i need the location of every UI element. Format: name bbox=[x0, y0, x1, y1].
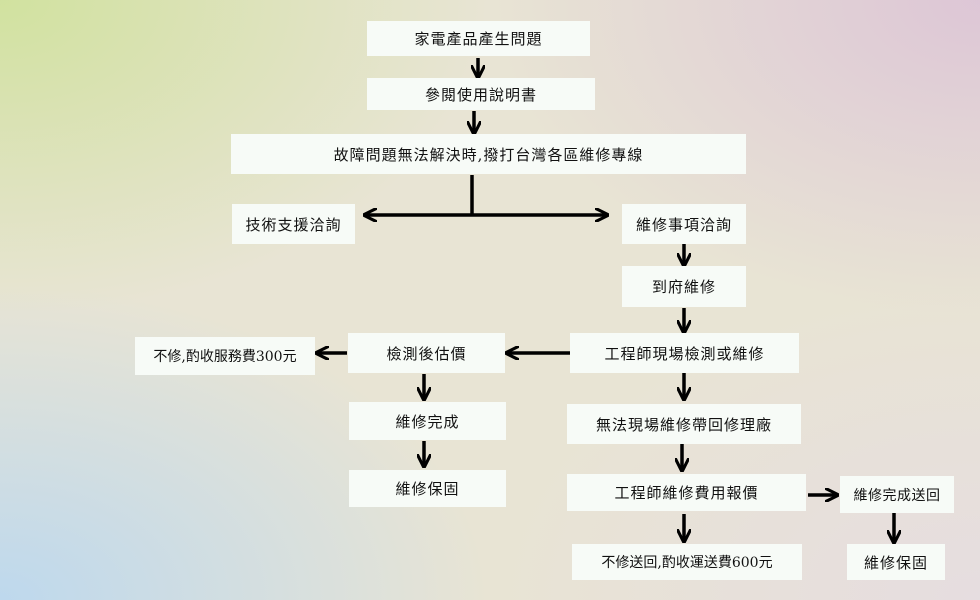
node-warranty-right: 維修保固 bbox=[847, 544, 945, 580]
node-read-manual: 參閱使用說明書 bbox=[367, 78, 595, 110]
node-call-hotline: 故障問題無法解決時,撥打台灣各區維修專線 bbox=[231, 134, 746, 174]
node-repair-complete: 維修完成 bbox=[349, 402, 506, 440]
node-complete-return: 維修完成送回 bbox=[840, 476, 954, 513]
node-home-repair: 到府維修 bbox=[622, 266, 746, 307]
node-estimate: 檢測後估價 bbox=[348, 333, 505, 373]
node-onsite-inspect: 工程師現場檢測或維修 bbox=[570, 333, 799, 373]
node-take-to-factory: 無法現場維修帶回修理廠 bbox=[567, 404, 801, 444]
node-return-shipping-fee: 不修送回,酌收運送費600元 bbox=[572, 544, 802, 580]
node-appliance-problem: 家電產品產生問題 bbox=[367, 21, 590, 56]
node-repair-inquiry: 維修事項洽詢 bbox=[622, 204, 746, 244]
node-tech-support: 技術支援洽詢 bbox=[232, 204, 355, 244]
node-quote: 工程師維修費用報價 bbox=[567, 474, 806, 511]
node-warranty-left: 維修保固 bbox=[349, 470, 506, 507]
node-service-fee: 不修,酌收服務費300元 bbox=[135, 337, 315, 375]
